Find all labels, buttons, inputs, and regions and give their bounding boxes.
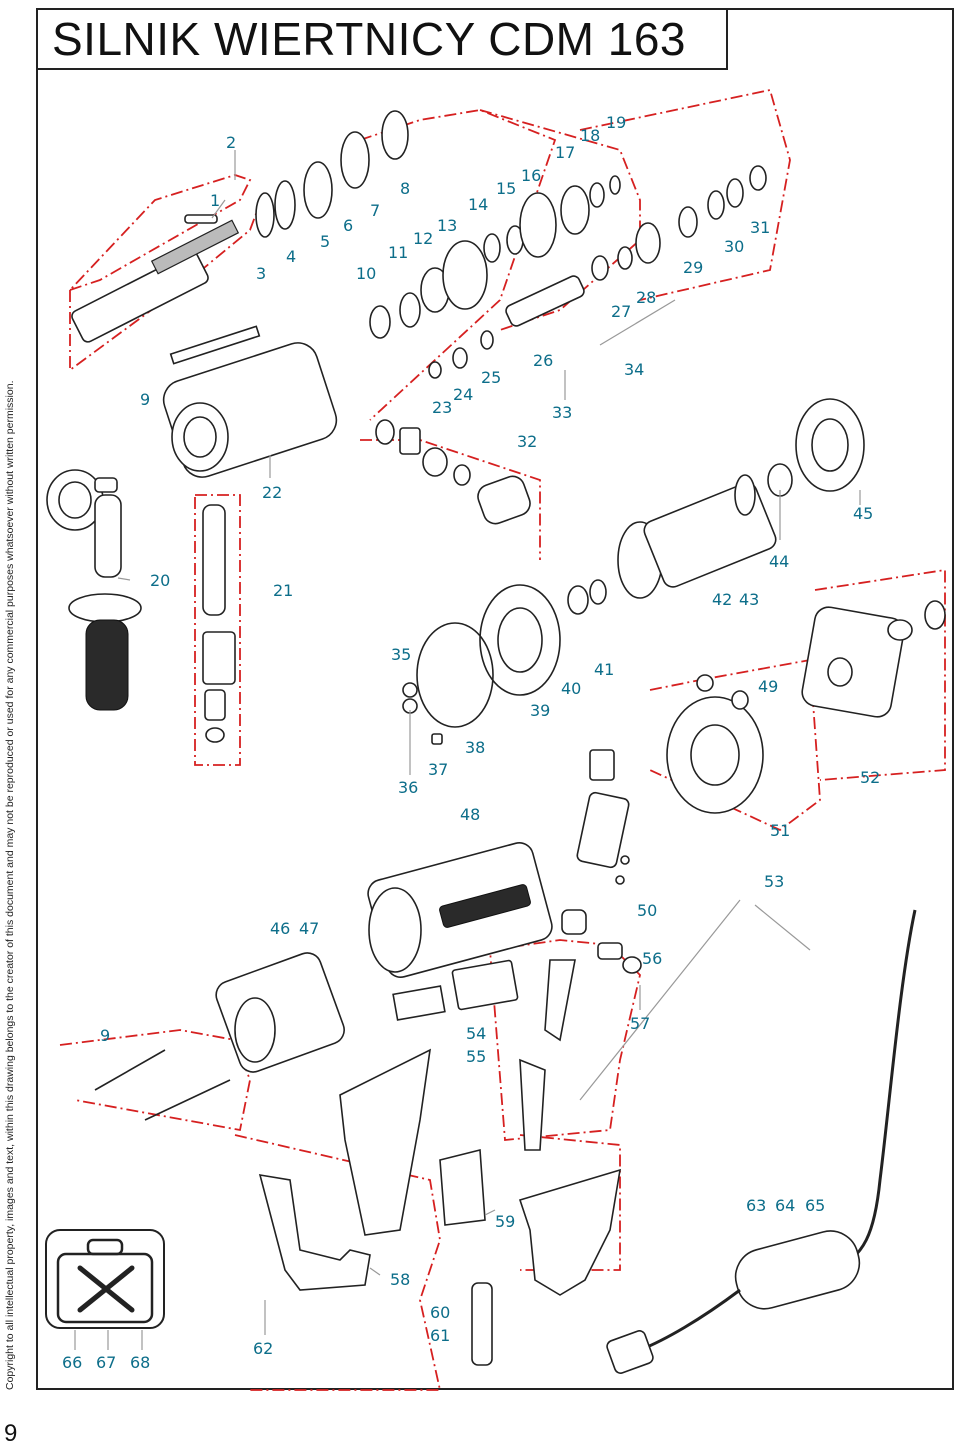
part-label: 25 [481, 368, 501, 387]
bearing-flange [402, 584, 561, 745]
part-label: 68 [130, 1353, 150, 1372]
part-label: 59 [495, 1212, 515, 1231]
part-label: 17 [555, 143, 575, 162]
part-label: 66 [62, 1353, 82, 1372]
part-label: 5 [320, 232, 330, 251]
part-label: 55 [466, 1047, 486, 1066]
part-label: 6 [343, 216, 353, 235]
part-label: 33 [552, 403, 572, 422]
part-labels: 1 2 3 4 5 6 7 8 9 10 11 12 13 14 15 16 1… [62, 113, 880, 1372]
part-label: 27 [611, 302, 631, 321]
tool-kit-icon [45, 1229, 165, 1329]
part-label: 10 [356, 264, 376, 283]
electronics-module [392, 959, 576, 1151]
part-label: 40 [561, 679, 581, 698]
part-label: 53 [764, 872, 784, 891]
part-label: 20 [150, 571, 170, 590]
gear-housing [162, 325, 338, 478]
main-handle [339, 1048, 622, 1366]
part-label: 9 [100, 1026, 110, 1045]
small-parts-cluster [375, 330, 531, 525]
part-label: 8 [400, 179, 410, 198]
title-box: SILNIK WIERTNICY CDM 163 [36, 8, 728, 70]
brush-holder-set [202, 504, 236, 743]
part-label: 37 [428, 760, 448, 779]
part-label: 19 [606, 113, 626, 132]
armature [567, 398, 865, 615]
page-number: 9 [4, 1420, 18, 1447]
rear-handle-bracket [258, 1174, 371, 1291]
part-label: 38 [465, 738, 485, 757]
part-label: 30 [724, 237, 744, 256]
part-label: 36 [398, 778, 418, 797]
part-label: 64 [775, 1196, 795, 1215]
part-label: 45 [853, 504, 873, 523]
part-label: 47 [299, 919, 319, 938]
part-label: 34 [624, 360, 644, 379]
part-label: 44 [769, 552, 789, 571]
part-label: 4 [286, 247, 296, 266]
page-title: SILNIK WIERTNICY CDM 163 [52, 13, 687, 65]
part-label: 49 [758, 677, 778, 696]
spindle-assembly [71, 110, 409, 343]
part-label: 43 [739, 590, 759, 609]
part-label: 23 [432, 398, 452, 417]
gear-train [369, 165, 767, 339]
part-label: 22 [262, 483, 282, 502]
part-label: 51 [770, 821, 790, 840]
part-label: 58 [390, 1270, 410, 1289]
part-label: 18 [580, 126, 600, 145]
copyright-notice: Copyright to all intellectual property, … [4, 380, 16, 1391]
part-label: 1 [210, 191, 220, 210]
power-cord [606, 909, 917, 1374]
part-label: 28 [636, 288, 656, 307]
part-label: 26 [533, 351, 553, 370]
part-label: 48 [460, 805, 480, 824]
part-label: 21 [273, 581, 293, 600]
part-label: 62 [253, 1339, 273, 1358]
part-label: 39 [530, 701, 550, 720]
leader-lines [74, 150, 861, 1350]
part-label: 3 [256, 264, 266, 283]
part-label: 11 [388, 243, 408, 262]
part-label: 50 [637, 901, 657, 920]
part-label: 13 [437, 216, 457, 235]
part-label: 65 [805, 1196, 825, 1215]
part-label: 60 [430, 1303, 450, 1322]
part-label: 57 [630, 1014, 650, 1033]
part-label: 24 [453, 385, 473, 404]
fan-cover-and-fan [666, 600, 946, 814]
part-label: 14 [468, 195, 488, 214]
motor-housing [367, 842, 642, 978]
stator [94, 952, 345, 1121]
part-label: 46 [270, 919, 290, 938]
part-label: 42 [712, 590, 732, 609]
part-label: 54 [466, 1024, 486, 1043]
part-label: 15 [496, 179, 516, 198]
part-label: 41 [594, 660, 614, 679]
part-label: 2 [226, 133, 236, 152]
part-label: 63 [746, 1196, 766, 1215]
part-label: 35 [391, 645, 411, 664]
part-label: 61 [430, 1326, 450, 1345]
part-label: 52 [860, 768, 880, 787]
side-handle [46, 469, 142, 711]
part-label: 56 [642, 949, 662, 968]
part-label: 29 [683, 258, 703, 277]
part-label: 7 [370, 201, 380, 220]
part-label: 12 [413, 229, 433, 248]
part-label: 32 [517, 432, 537, 451]
switch-parts [576, 749, 630, 885]
part-label: 16 [521, 166, 541, 185]
part-label: 67 [96, 1353, 116, 1372]
part-label: 31 [750, 218, 770, 237]
part-label: 9 [140, 390, 150, 409]
